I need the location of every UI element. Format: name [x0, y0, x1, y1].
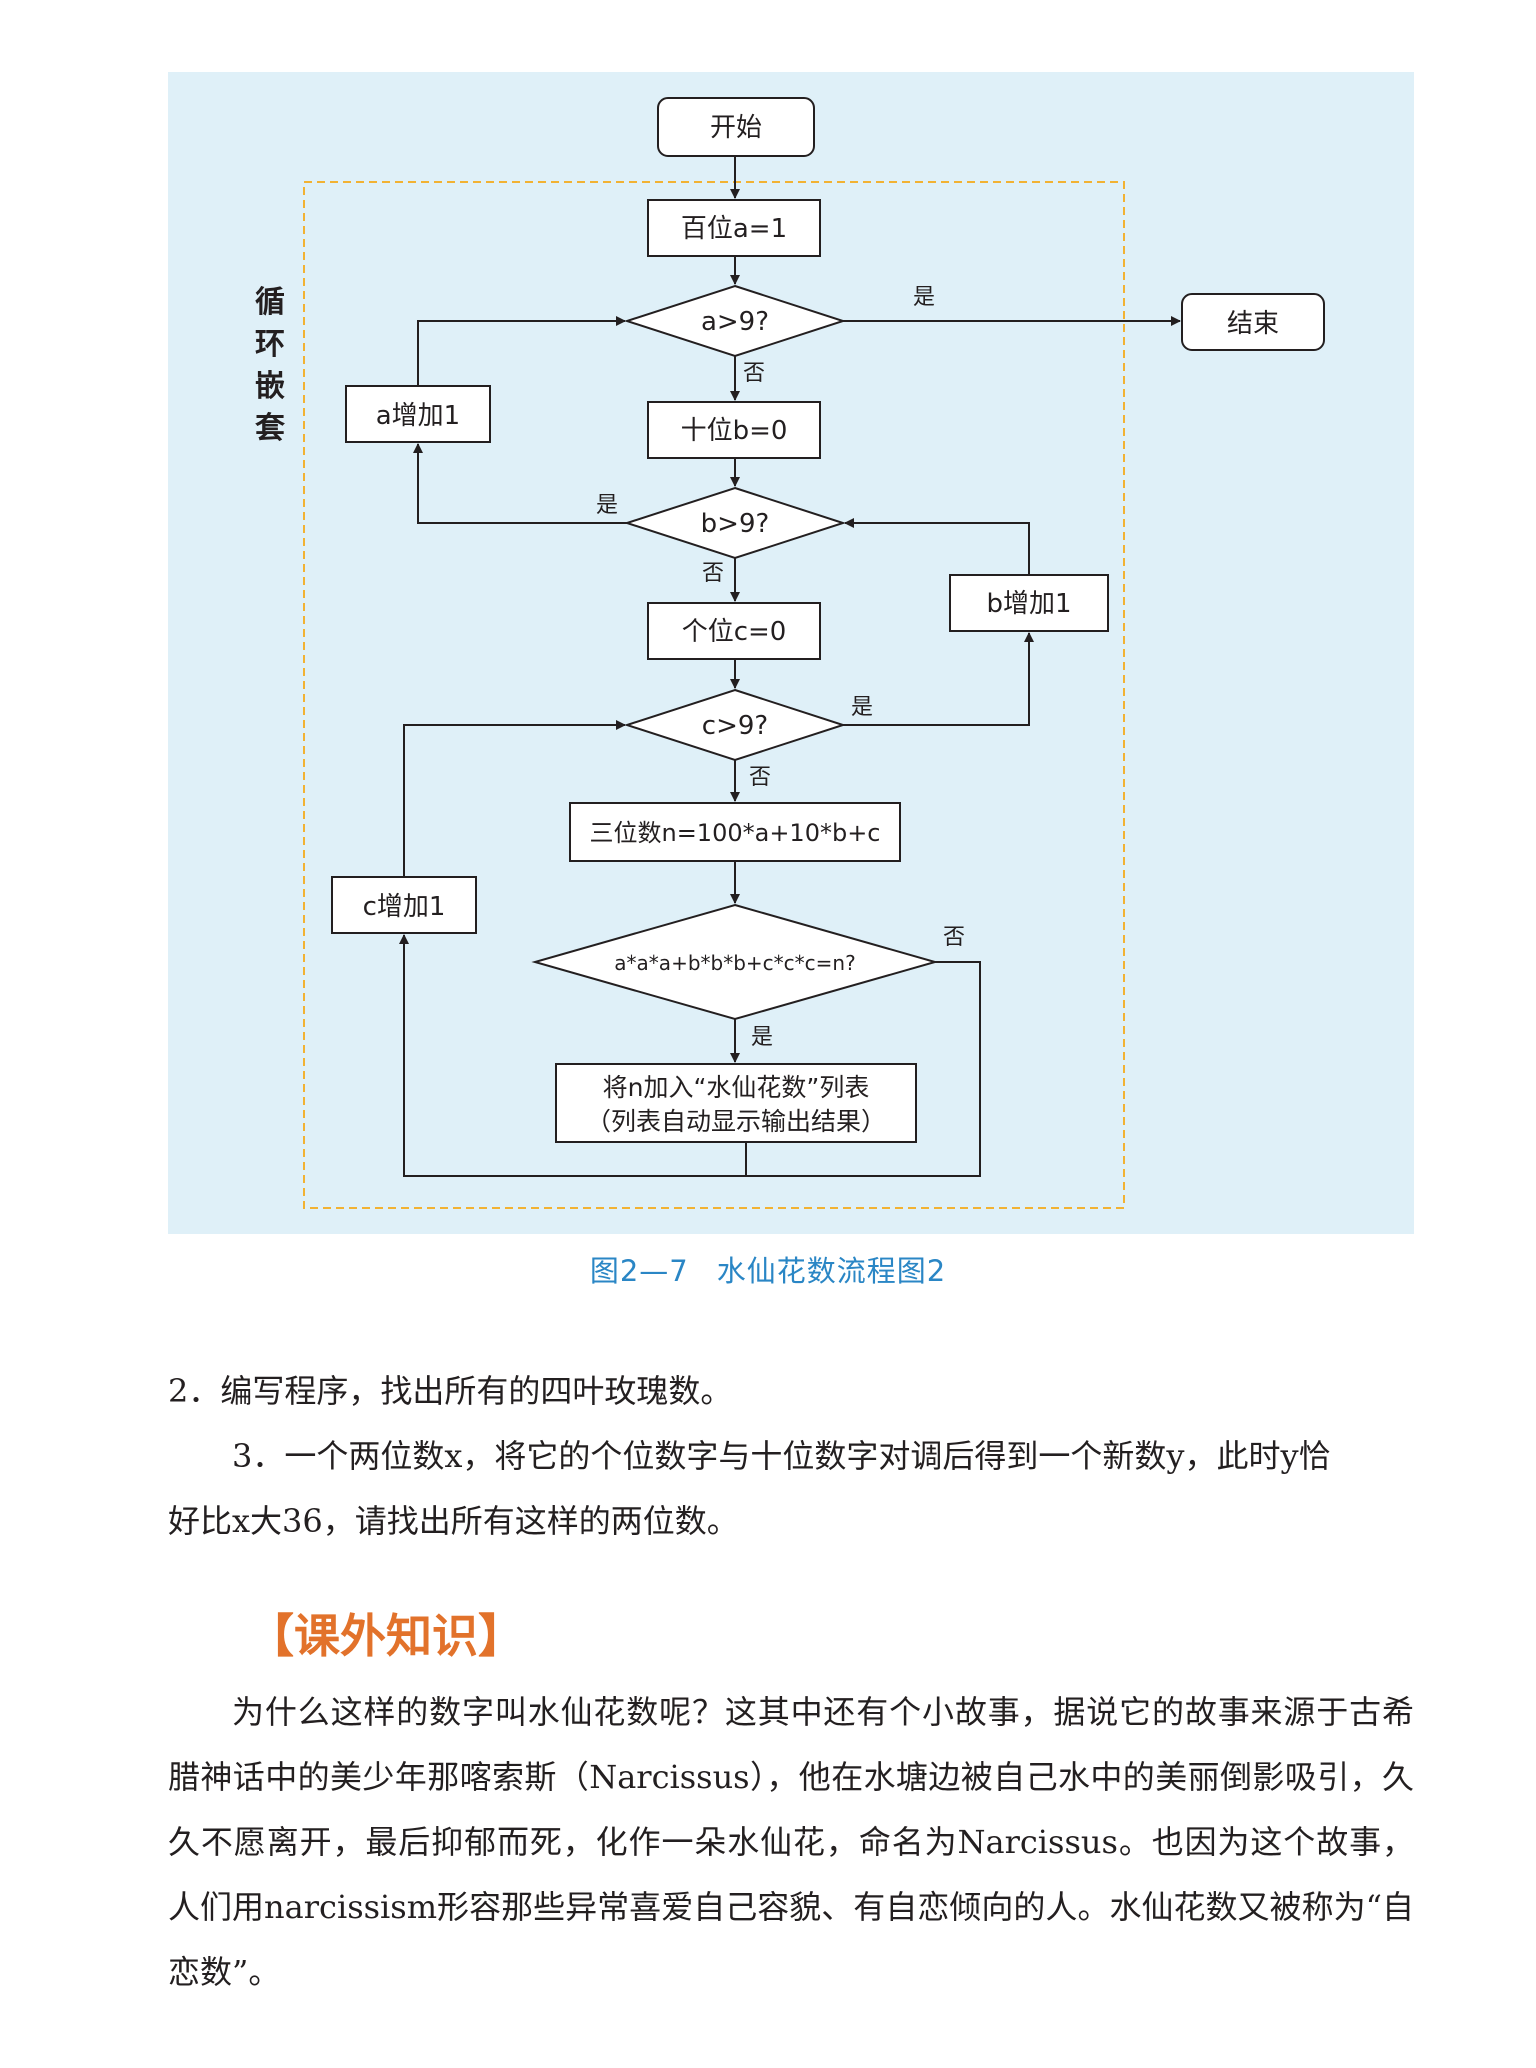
calc-n-label: 三位数n=100*a+10*b+c: [589, 819, 880, 847]
edge-a-yes: 是: [913, 285, 935, 310]
init-a-node: [647, 199, 821, 257]
exercise-2: 2．编写程序，找出所有的四叶玫瑰数。: [168, 1372, 733, 1410]
init-c-label: 个位c=0: [682, 617, 787, 647]
figure-caption: 图2—7 水仙花数流程图2: [0, 1248, 1536, 1290]
loop-label: 循 环 嵌 套: [255, 285, 285, 446]
cond-b-label: b>9?: [701, 509, 770, 539]
edge-b-no: 否: [702, 561, 724, 586]
svg-text:环: 环: [255, 327, 285, 362]
init-b-label: 十位b=0: [681, 416, 788, 446]
inc-a-label: a增加1: [376, 401, 460, 431]
flowchart-figure: 循 环 嵌 套: [168, 72, 1414, 1234]
add-list-node: [555, 1063, 917, 1143]
edge-c-yes: 是: [851, 695, 873, 720]
cond-n-label: a*a*a+b*b*b+c*c*c=n?: [614, 951, 855, 975]
exercise-3-line-1: 3．一个两位数x，将它的个位数字与十位数字对调后得到一个新数y，此时y恰: [232, 1437, 1331, 1475]
edge-c-no: 否: [749, 765, 771, 790]
end-node: [1181, 293, 1325, 351]
edge-n-yes: 是: [751, 1025, 773, 1050]
edge-b-yes: 是: [596, 493, 618, 518]
start-label: 开始: [710, 113, 762, 143]
inc-a-node: [345, 385, 491, 443]
end-label: 结束: [1227, 309, 1279, 339]
init-c-node: [647, 602, 821, 660]
caption-number: 图2—7: [589, 1254, 689, 1288]
inc-c-label: c增加1: [363, 892, 446, 922]
exercise-3-line-2: 好比x大36，请找出所有这样的两位数。: [168, 1502, 739, 1540]
caption-title: 水仙花数流程图2: [716, 1254, 947, 1288]
add-list-label-1: 将n加入“水仙花数”列表: [603, 1073, 870, 1102]
cond-c-label: c>9?: [702, 711, 768, 741]
add-list-label-2: （列表自动显示输出结果）: [586, 1107, 886, 1136]
svg-text:嵌: 嵌: [255, 369, 285, 404]
svg-text:循: 循: [255, 285, 285, 320]
init-a-label: 百位a=1: [681, 214, 787, 244]
edge-a-no: 否: [743, 361, 765, 386]
knowledge-paragraph: 为什么这样的数字叫水仙花数呢？这其中还有个小故事，据说它的故事来源于古希腊神话中…: [168, 1693, 1414, 1991]
loop-region: [303, 181, 1125, 1209]
inc-b-label: b增加1: [986, 589, 1071, 619]
edge-n-no: 否: [943, 925, 965, 950]
cond-a-label: a>9?: [701, 307, 769, 337]
svg-text:套: 套: [255, 411, 285, 446]
knowledge-title: 【课外知识】: [248, 1609, 524, 1663]
